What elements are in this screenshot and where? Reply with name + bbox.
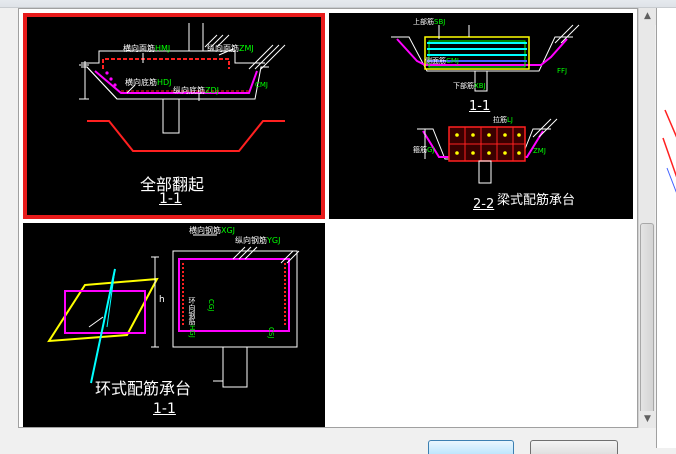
background-drawing-fragment xyxy=(662,109,676,193)
label-ring: 环向钢筋 xyxy=(188,297,196,325)
code-lj: LJ xyxy=(507,116,513,124)
label-longitudinal: 纵向钢筋 xyxy=(235,236,267,245)
background-window-edge xyxy=(656,8,676,448)
code-sbj: SBJ xyxy=(434,18,446,26)
code-hgj: HGJ xyxy=(188,325,196,338)
label-transverse-bottom: 横向底筋 xyxy=(125,78,157,87)
ok-button[interactable] xyxy=(428,440,514,454)
label-bottom-bar: 下部筋 xyxy=(453,82,474,90)
section-label-ring: 1-1 xyxy=(153,401,176,417)
code-ygj: YGJ xyxy=(267,236,281,245)
gallery-item-ring-pile-cap[interactable]: 横向钢筋XGJ 纵向钢筋YGJ 环向钢筋HGJ CGJ CSJ h 环式配筋承台… xyxy=(23,223,325,427)
cancel-button[interactable] xyxy=(530,440,618,454)
label-tie-bar: 拉筋 xyxy=(493,116,507,124)
beam-pile-cap-drawing xyxy=(391,24,580,184)
label-side-bar: 侧面筋 xyxy=(425,57,446,65)
code-zmj: ZMJ xyxy=(239,44,254,53)
full-flip-drawing xyxy=(79,23,286,152)
label-transverse: 横向钢筋 xyxy=(189,226,221,235)
code-xbj: XBJ xyxy=(474,82,486,90)
scroll-down-arrow-icon[interactable]: ▼ xyxy=(639,411,656,428)
label-stirrup: 箍筋 xyxy=(413,146,427,154)
gallery-item-beam-pile-cap[interactable]: 上部筋SBJ 侧面筋CMJ 下部筋XBJ FFJ 1-1 拉筋LJ 箍筋GJ Z… xyxy=(329,13,633,219)
code-zmj-beam: ZMJ xyxy=(533,147,546,155)
caption-full-flip: 全部翻起 xyxy=(140,175,205,194)
code-zdj: ZDJ xyxy=(205,86,219,95)
dimension-h: h xyxy=(159,295,165,305)
label-top-bar: 上部筋 xyxy=(413,18,434,26)
code-hdj: HDJ xyxy=(157,78,172,87)
caption-ring-pile-cap: 环式配筋承台 xyxy=(95,379,192,398)
label-longitudinal-top: 纵向面筋 xyxy=(207,44,239,53)
scroll-thumb[interactable] xyxy=(640,223,654,418)
label-longitudinal-bottom: 纵向底筋 xyxy=(173,86,205,95)
code-csj: CSJ xyxy=(267,327,275,339)
title-bar-edge xyxy=(0,0,676,8)
code-cmj: CMJ xyxy=(255,81,268,89)
rebar-style-gallery: 横向面筋HMJ 纵向面筋ZMJ 横向底筋HDJ 纵向底筋ZDJ CMJ 全部翻起… xyxy=(18,8,638,428)
section-label-beam-bottom: 2-2 xyxy=(473,197,495,212)
ring-pile-cap-drawing xyxy=(47,234,300,388)
section-label-full-flip: 1-1 xyxy=(159,191,182,207)
code-cgj: CGJ xyxy=(207,299,215,312)
gallery-item-full-flip[interactable]: 横向面筋HMJ 纵向面筋ZMJ 横向底筋HDJ 纵向底筋ZDJ CMJ 全部翻起… xyxy=(23,13,325,219)
caption-beam-pile-cap: 梁式配筋承台 xyxy=(497,193,576,208)
vertical-scrollbar[interactable]: ▲ ▼ xyxy=(638,8,656,428)
section-label-beam-top: 1-1 xyxy=(469,99,491,114)
code-xgj: XGJ xyxy=(221,226,236,235)
code-cmj-beam: CMJ xyxy=(446,57,459,65)
gallery-empty-area xyxy=(329,223,633,427)
code-gj: GJ xyxy=(427,146,435,154)
scroll-up-arrow-icon[interactable]: ▲ xyxy=(639,8,656,25)
code-ffj: FFJ xyxy=(557,67,568,75)
label-transverse-top: 横向面筋 xyxy=(123,44,155,53)
code-hmj: HMJ xyxy=(155,44,171,53)
